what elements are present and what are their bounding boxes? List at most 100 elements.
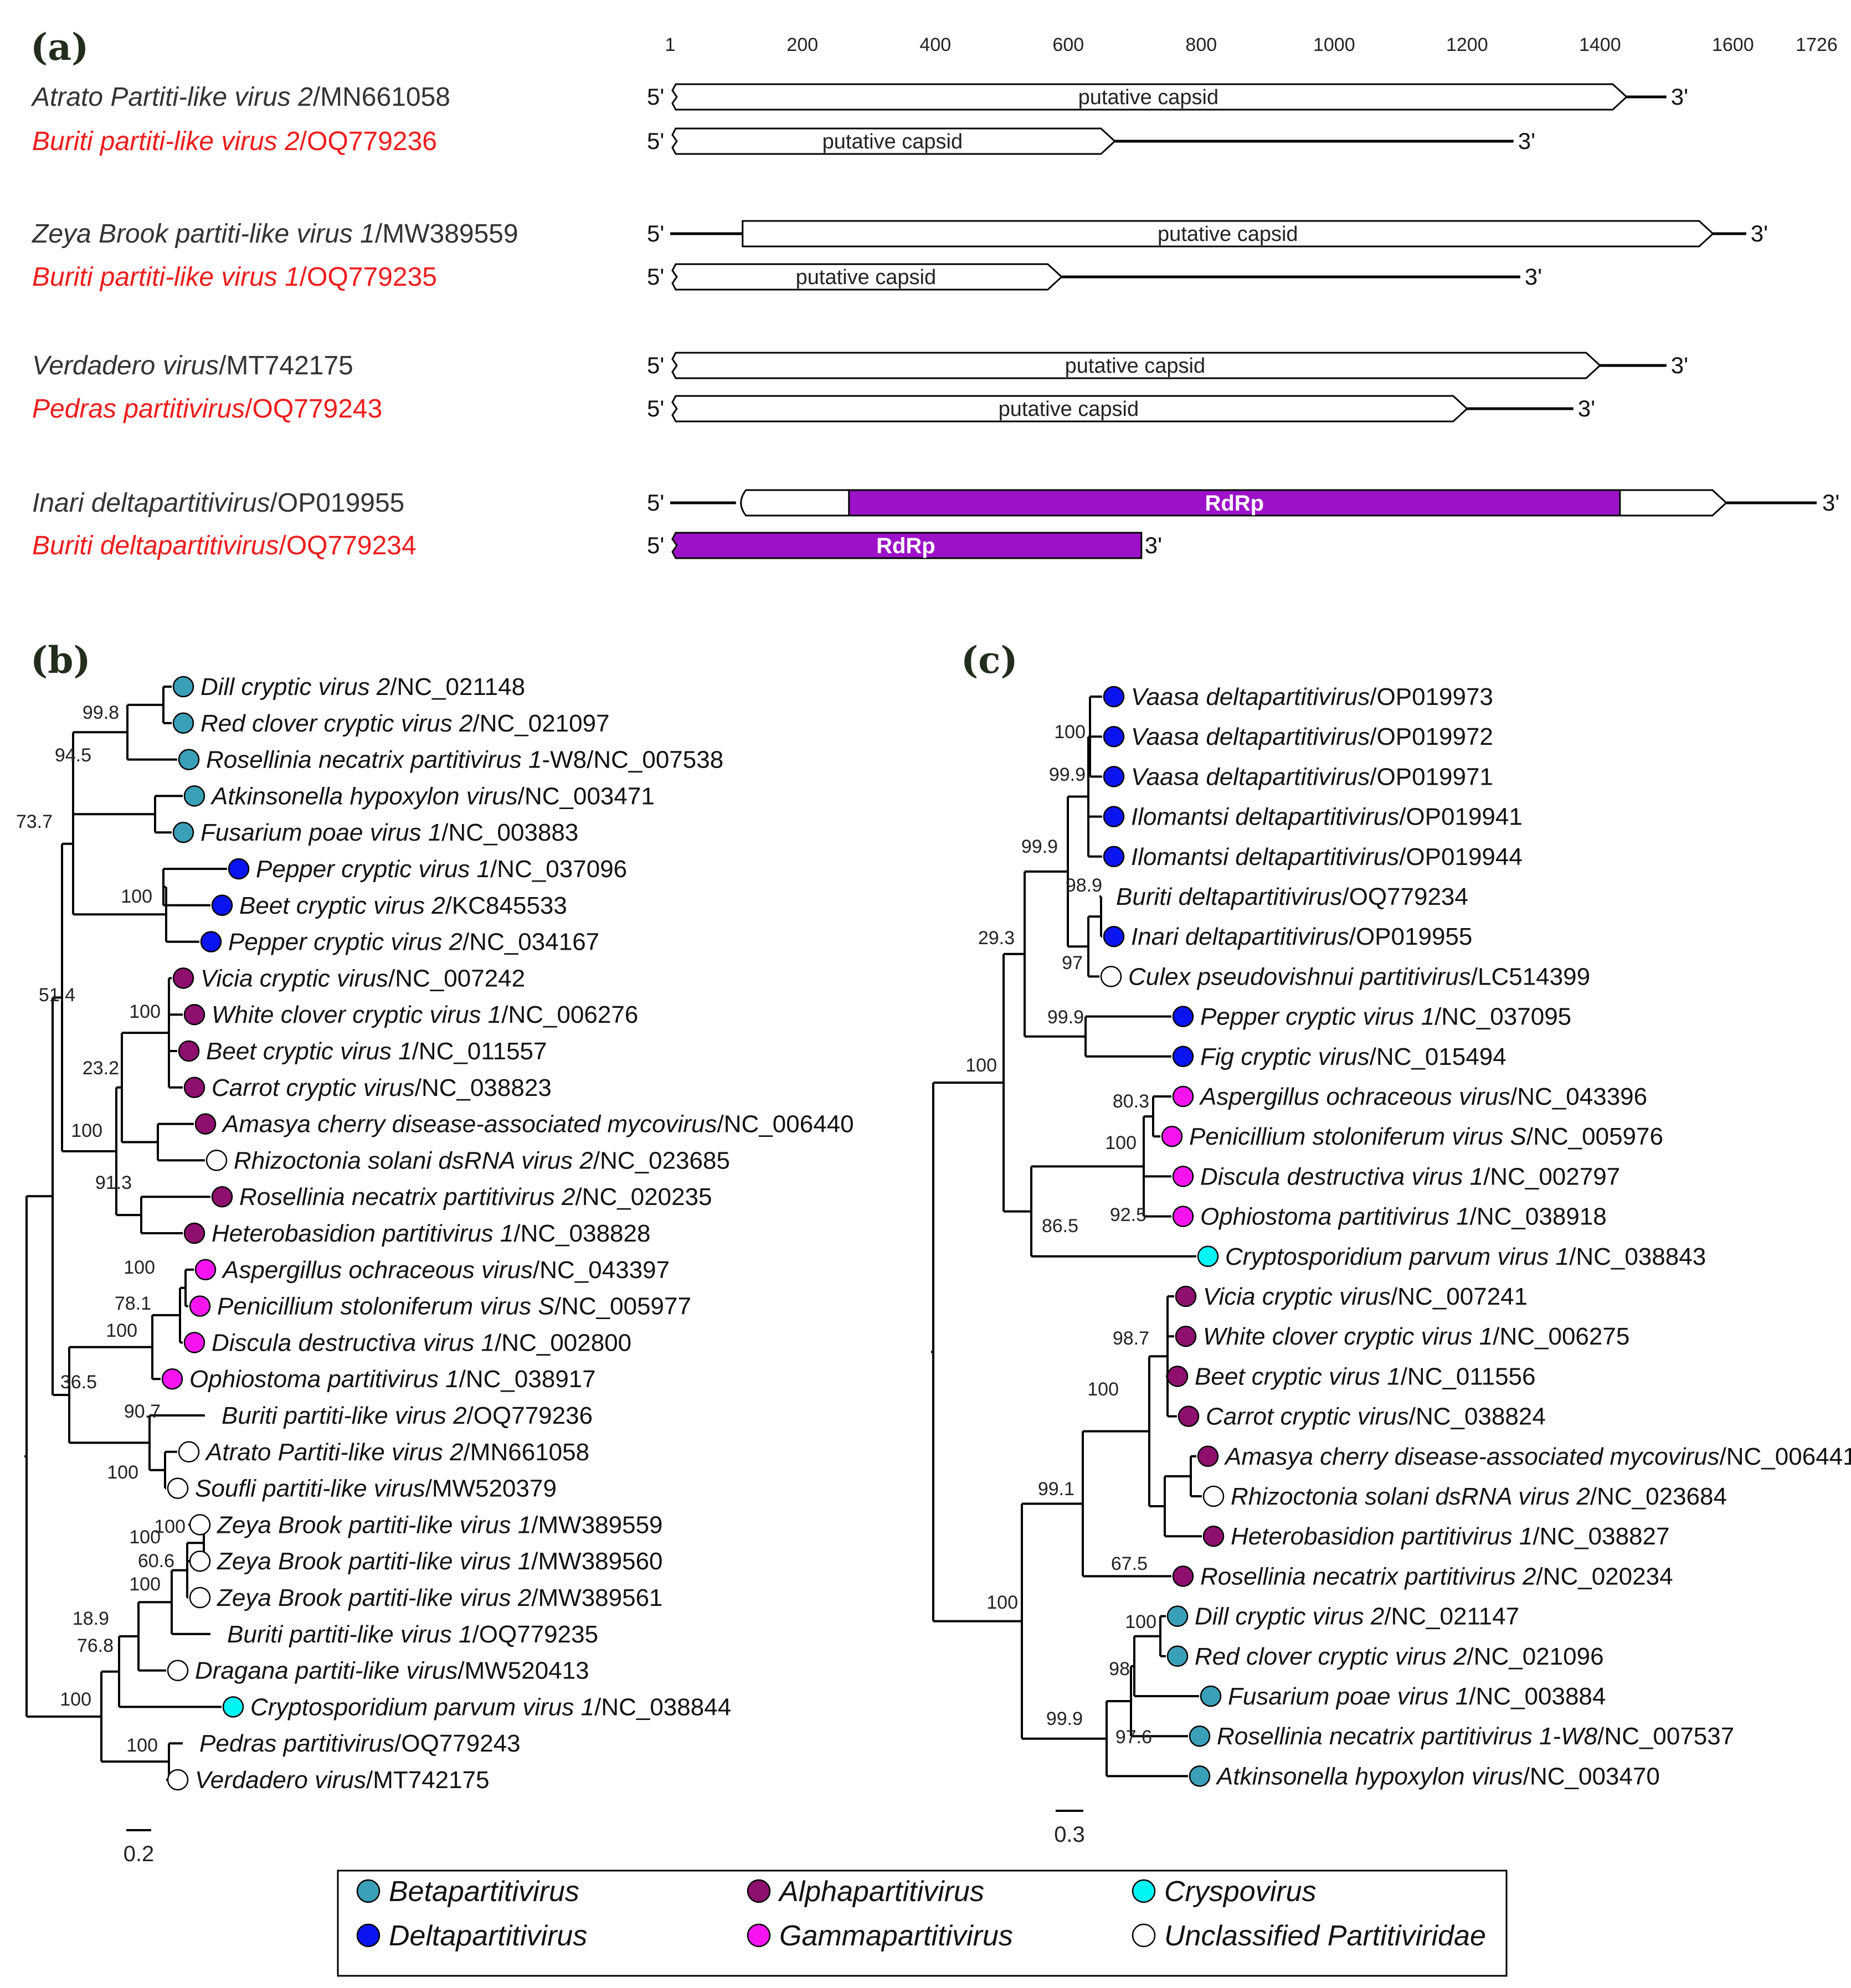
support-value: 18.9 — [73, 1608, 109, 1629]
clade-marker — [172, 676, 194, 698]
clade-marker — [189, 1295, 211, 1317]
scale-tick: 1 — [665, 34, 676, 55]
tip-label: Buriti deltapartitivirus/OQ779234 — [1116, 883, 1468, 910]
tip-label: Atkinsonella hypoxylon virus/NC_003471 — [210, 782, 655, 810]
scale-tick: 400 — [919, 34, 951, 55]
five-prime-end: 5' — [647, 220, 664, 246]
tip-label: Buriti partiti-like virus 1/OQ779235 — [227, 1621, 598, 1648]
tip-label: Beet cryptic virus 2/KC845533 — [239, 892, 567, 919]
support-value: 94.5 — [55, 745, 91, 766]
legend-label: Betapartitivirus — [389, 1876, 579, 1908]
three-prime-end: 3' — [1751, 220, 1768, 246]
clade-marker — [200, 931, 222, 952]
clade-marker — [189, 1550, 211, 1572]
support-value: 100 — [129, 1574, 161, 1595]
cds-label: putative capsid — [1078, 86, 1219, 109]
scale-tick: 800 — [1185, 34, 1217, 55]
support-value: 76.8 — [77, 1635, 114, 1656]
tip-label: Pepper cryptic virus 2/NC_034167 — [228, 929, 599, 956]
tip-label: Buriti partiti-like virus 2/OQ779236 — [222, 1402, 593, 1429]
clade-marker — [1172, 1206, 1194, 1227]
tip-label: Penicillium stoloniferum virus S/NC_0059… — [1189, 1123, 1663, 1150]
tip-label: Aspergillus ochraceous virus/NC_043396 — [1199, 1083, 1647, 1110]
support-value: 100 — [965, 1055, 997, 1076]
support-value: 99.9 — [1046, 1708, 1083, 1729]
clade-marker — [222, 1696, 244, 1718]
clade-marker — [183, 1077, 205, 1099]
clade-marker — [1100, 966, 1122, 987]
clade-marker — [1103, 766, 1125, 787]
five-prime-end: 5' — [647, 532, 664, 558]
support-value: 100 — [121, 886, 152, 907]
tip-label: Cryptosporidium parvum virus 1/NC_038844 — [250, 1693, 731, 1721]
tip-label: Dragana partiti-like virus/MW520413 — [195, 1657, 589, 1685]
clade-marker — [172, 712, 194, 734]
panel-b-label: (b) — [30, 638, 91, 682]
tip-label: Rosellinia necatrix partitivirus 1-W8/NC… — [1217, 1723, 1734, 1750]
genome-row-name: Buriti deltapartitivirus/OQ779234 — [32, 531, 417, 560]
tip-label: Rosellinia necatrix partitivirus 2/NC_02… — [1200, 1563, 1673, 1590]
panel-a-label: (a) — [30, 25, 89, 69]
cds-arrow — [742, 220, 1715, 248]
five-prime-end: 5' — [647, 395, 664, 421]
clade-marker — [194, 1259, 217, 1281]
cds-arrow — [671, 352, 1602, 379]
clade-marker — [183, 1222, 205, 1244]
clade-marker — [161, 1368, 183, 1390]
clade-marker — [178, 1441, 200, 1463]
five-prime-end: 5' — [647, 128, 664, 154]
support-value: 80.3 — [1113, 1091, 1149, 1112]
clade-marker — [1178, 1405, 1200, 1427]
clade-marker — [1197, 1245, 1219, 1268]
clade-marker — [189, 1587, 211, 1609]
scale-tick: 1400 — [1579, 34, 1621, 55]
cds-label: putative capsid — [999, 398, 1139, 421]
clade-marker — [183, 1332, 205, 1353]
support-value: 51.4 — [39, 985, 75, 1006]
tip-label: Ophiostoma partitivirus 1/NC_038917 — [189, 1366, 596, 1393]
scale-tick: 1600 — [1712, 34, 1754, 55]
support-value: 100 — [129, 1527, 161, 1548]
tip-label: Pedras partitivirus/OQ779243 — [199, 1730, 521, 1757]
genome-row-name: Atrato Partiti-like virus 2/MN661058 — [30, 83, 450, 112]
tip-label: Red clover cryptic virus 2/NC_021096 — [1195, 1643, 1604, 1670]
clade-marker — [167, 1477, 189, 1499]
genome-row-name: Zeya Brook partiti-like virus 1/MW389559 — [32, 219, 518, 249]
tip-label: Zeya Brook partiti-like virus 1/MW389560 — [217, 1548, 663, 1575]
support-value: 100 — [71, 1120, 102, 1141]
clade-marker — [172, 821, 194, 843]
support-value: 60.6 — [138, 1551, 174, 1572]
clade-marker — [1172, 1565, 1194, 1587]
three-prime-end: 3' — [1578, 395, 1595, 421]
clade-marker — [167, 1769, 189, 1791]
support-value: 36.5 — [60, 1372, 97, 1393]
clade-marker — [1166, 1366, 1189, 1387]
tip-label: Ilomantsi deltapartitivirus/OP019941 — [1131, 804, 1523, 831]
tip-label: Atrato Partiti-like virus 2/MN661058 — [204, 1439, 589, 1466]
three-prime-end: 3' — [1525, 264, 1542, 290]
support-value: 100 — [1105, 1132, 1137, 1153]
genome-row-name: Verdadero virus/MT742175 — [32, 351, 353, 380]
tip-label: Zeya Brook partiti-like virus 1/MW389559 — [217, 1511, 663, 1538]
support-value: 99.8 — [83, 702, 119, 723]
five-prime-end: 5' — [647, 84, 664, 110]
tip-label: Discula destructiva virus 1/NC_002800 — [212, 1329, 631, 1356]
tip-label: Atkinsonella hypoxylon virus/NC_003470 — [1215, 1763, 1660, 1790]
clade-marker — [211, 894, 233, 916]
tip-label: Cryptosporidium parvum virus 1/NC_038843 — [1225, 1243, 1706, 1270]
clade-marker — [183, 1003, 205, 1026]
support-value: 100 — [60, 1689, 91, 1710]
tip-label: Beet cryptic virus 1/NC_011556 — [1195, 1363, 1536, 1390]
tip-label: Discula destructiva virus 1/NC_002797 — [1200, 1163, 1620, 1190]
tip-label: Rosellinia necatrix partitivirus 2/NC_02… — [239, 1183, 712, 1211]
support-value: 99.9 — [1047, 1007, 1084, 1028]
clade-marker — [1103, 725, 1125, 748]
scale-tick: 1726 — [1796, 34, 1838, 55]
legend-swatch — [356, 1879, 381, 1903]
clade-marker — [1172, 1085, 1194, 1108]
tip-label: White clover cryptic virus 1/NC_006276 — [212, 1001, 638, 1028]
tip-label: Amasya cherry disease-associated mycovir… — [1223, 1443, 1851, 1470]
